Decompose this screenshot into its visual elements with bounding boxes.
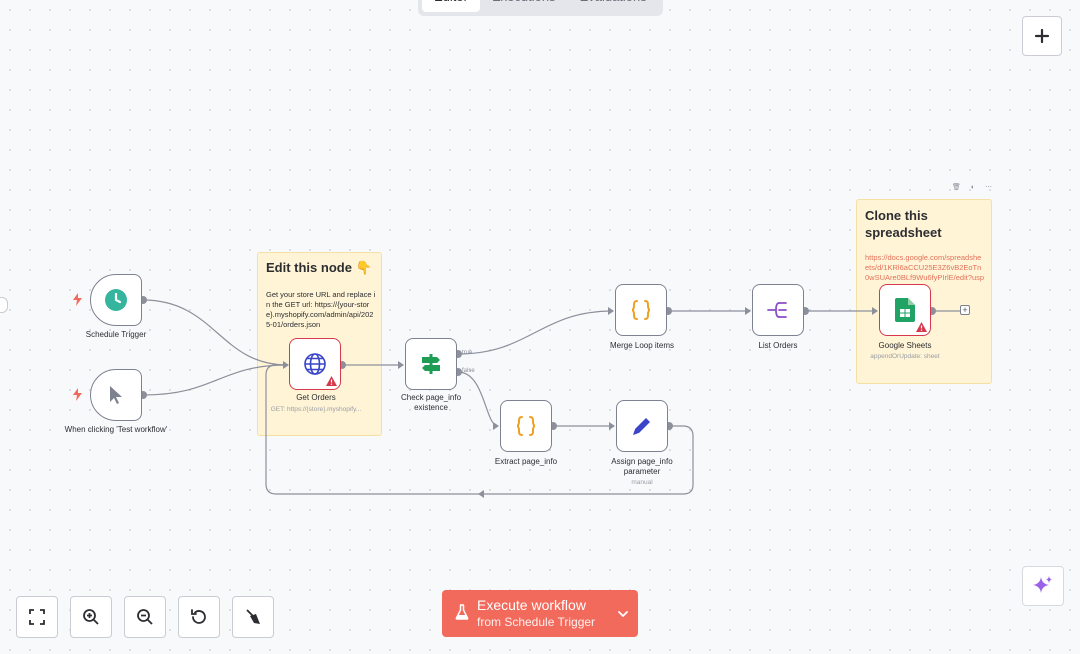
tab-editor[interactable]: Editor bbox=[422, 0, 480, 12]
flask-icon bbox=[455, 604, 469, 620]
warning-icon bbox=[916, 322, 927, 332]
pencil-icon bbox=[633, 418, 650, 435]
signpost-icon bbox=[422, 354, 440, 374]
node-label: Merge Loop items bbox=[609, 341, 675, 350]
node-manual-trigger[interactable] bbox=[90, 369, 142, 421]
node-check-page-info[interactable] bbox=[405, 338, 457, 390]
node-label: List Orders bbox=[758, 341, 798, 350]
reset-zoom-button[interactable] bbox=[178, 596, 220, 638]
trigger-bolt-icon bbox=[73, 388, 82, 401]
canvas-left-handle[interactable] bbox=[0, 297, 8, 313]
sparkles-icon bbox=[1033, 576, 1052, 593]
reset-zoom-icon bbox=[191, 609, 206, 624]
node-schedule-trigger[interactable] bbox=[90, 274, 142, 326]
view-tabs: Editor Executions Evaluations bbox=[418, 0, 663, 16]
fit-view-icon bbox=[29, 609, 45, 625]
sticky-title: Clone this spreadsheet bbox=[865, 208, 942, 240]
code-braces-icon bbox=[631, 300, 651, 320]
split-icon bbox=[767, 302, 787, 318]
sticky-title: Edit this node 👇 bbox=[266, 260, 372, 275]
node-merge-loop-items[interactable] bbox=[615, 284, 667, 336]
sticky-body: Get your store URL and replace in the GE… bbox=[266, 290, 376, 329]
node-list-orders[interactable] bbox=[752, 284, 804, 336]
node-get-orders[interactable] bbox=[289, 338, 341, 390]
zoom-out-icon bbox=[137, 609, 153, 625]
sheets-icon bbox=[895, 298, 915, 322]
false-branch-label: false bbox=[462, 368, 475, 374]
chevron-down-icon[interactable] bbox=[618, 611, 628, 617]
node-label: Schedule Trigger bbox=[85, 330, 147, 339]
node-label: Assign page_info parameter bbox=[611, 457, 673, 476]
node-google-sheets[interactable] bbox=[879, 284, 931, 336]
node-extract-page-info[interactable] bbox=[500, 400, 552, 452]
plus-icon bbox=[1034, 28, 1050, 44]
sticky-toolbar[interactable]: 🗑 ◐ ⋯ bbox=[952, 184, 997, 191]
trigger-bolt-icon bbox=[73, 293, 82, 306]
node-subtitle: manual bbox=[631, 479, 653, 486]
sticky-clone-spreadsheet[interactable]: Clone this spreadsheet https://docs.goog… bbox=[856, 199, 992, 384]
warning-icon bbox=[326, 376, 337, 386]
execute-title: Execute workflow bbox=[477, 597, 586, 613]
true-branch-label: true bbox=[462, 350, 473, 356]
spreadsheet-link[interactable]: https://docs.google.com/spreadsheets/d/1… bbox=[865, 253, 985, 282]
add-next-node-button[interactable]: + bbox=[960, 305, 970, 315]
node-assign-page-info[interactable] bbox=[616, 400, 668, 452]
node-subtitle: appendOrUpdate: sheet bbox=[870, 353, 940, 360]
cursor-icon bbox=[110, 386, 122, 404]
execute-workflow-button[interactable]: Execute workflow from Schedule Trigger bbox=[442, 590, 638, 637]
node-label: When clicking 'Test workflow' bbox=[64, 425, 168, 434]
node-label: Check page_info existence bbox=[400, 393, 462, 412]
node-label: Google Sheets bbox=[878, 341, 932, 350]
zoom-out-button[interactable] bbox=[124, 596, 166, 638]
tab-evaluations[interactable]: Evaluations bbox=[568, 0, 659, 12]
node-label: Get Orders bbox=[296, 393, 336, 402]
node-subtitle: GET: https://{store}.myshopify... bbox=[270, 406, 362, 413]
execute-subtitle: from Schedule Trigger bbox=[477, 615, 596, 629]
node-label: Extract page_info bbox=[494, 457, 558, 466]
zoom-in-icon bbox=[83, 609, 99, 625]
ai-assistant-button[interactable] bbox=[1022, 566, 1064, 606]
zoom-in-button[interactable] bbox=[70, 596, 112, 638]
fit-view-button[interactable] bbox=[16, 596, 58, 638]
add-node-button[interactable] bbox=[1022, 16, 1062, 56]
tidy-up-icon bbox=[246, 609, 260, 624]
code-braces-icon bbox=[516, 416, 536, 436]
tab-executions[interactable]: Executions bbox=[480, 0, 568, 12]
clock-icon bbox=[105, 289, 127, 311]
tidy-up-button[interactable] bbox=[232, 596, 274, 638]
globe-icon bbox=[304, 353, 326, 375]
